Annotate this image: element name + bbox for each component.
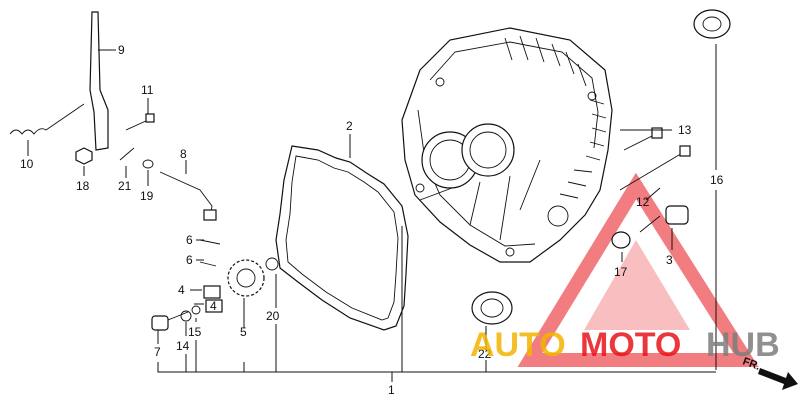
callout-17: 17 xyxy=(614,265,628,279)
gasket xyxy=(275,145,409,331)
pins xyxy=(199,239,221,267)
callout-6a: 6 xyxy=(186,233,193,247)
callout-4a: 4 xyxy=(178,283,185,297)
front-direction-indicator: FR. xyxy=(741,356,798,390)
callout-20: 20 xyxy=(266,309,280,323)
governor-holder xyxy=(203,285,223,313)
callout-18: 18 xyxy=(76,179,90,193)
callout-4b: 4 xyxy=(210,299,217,313)
callout-7: 7 xyxy=(154,345,161,359)
callout-5: 5 xyxy=(240,325,247,339)
governor-gear xyxy=(227,259,265,297)
callout-14: 14 xyxy=(176,339,190,353)
watermark-auto: AUTO xyxy=(470,326,566,364)
callout-22: 22 xyxy=(478,347,492,361)
watermark-logo: AUTO MOTO HUB xyxy=(470,326,780,364)
pin-21 xyxy=(119,147,135,161)
callout-13: 13 xyxy=(678,123,692,137)
callout-2: 2 xyxy=(346,119,353,133)
governor-spring xyxy=(9,103,85,135)
bolt-11 xyxy=(125,113,155,131)
watermark-triangle xyxy=(517,172,759,367)
front-direction-label: FR. xyxy=(741,356,762,373)
callout-6b: 6 xyxy=(186,253,193,267)
bolt-short xyxy=(623,127,663,151)
nut-18 xyxy=(75,147,93,165)
governor-shaft xyxy=(151,311,189,331)
washers-14-15 xyxy=(180,305,201,322)
callout-19: 19 xyxy=(140,189,154,203)
oil-seal xyxy=(693,9,731,39)
crankcase-cover xyxy=(401,27,613,263)
governor-rod xyxy=(159,171,217,221)
callout-8: 8 xyxy=(180,147,187,161)
oil-filler-plug xyxy=(639,205,689,233)
callout-3: 3 xyxy=(666,253,673,267)
callout-16: 16 xyxy=(710,173,724,187)
o-ring xyxy=(611,231,631,249)
bolt-long xyxy=(619,145,691,191)
callout-21: 21 xyxy=(118,179,132,193)
front-direction-arrow-icon xyxy=(758,368,798,390)
callout-11: 11 xyxy=(141,83,154,97)
callout-9: 9 xyxy=(118,43,125,57)
governor-arm xyxy=(89,11,109,151)
bearing xyxy=(471,291,513,325)
callout-12: 12 xyxy=(636,195,650,209)
washer-19 xyxy=(142,159,154,169)
callout-1: 1 xyxy=(388,383,395,397)
leader-lines xyxy=(27,44,717,382)
washer-20 xyxy=(265,257,279,271)
callout-10: 10 xyxy=(20,157,34,171)
watermark-hub: HUB xyxy=(706,326,780,364)
callout-15: 15 xyxy=(188,325,202,339)
watermark-moto: MOTO xyxy=(580,326,681,364)
